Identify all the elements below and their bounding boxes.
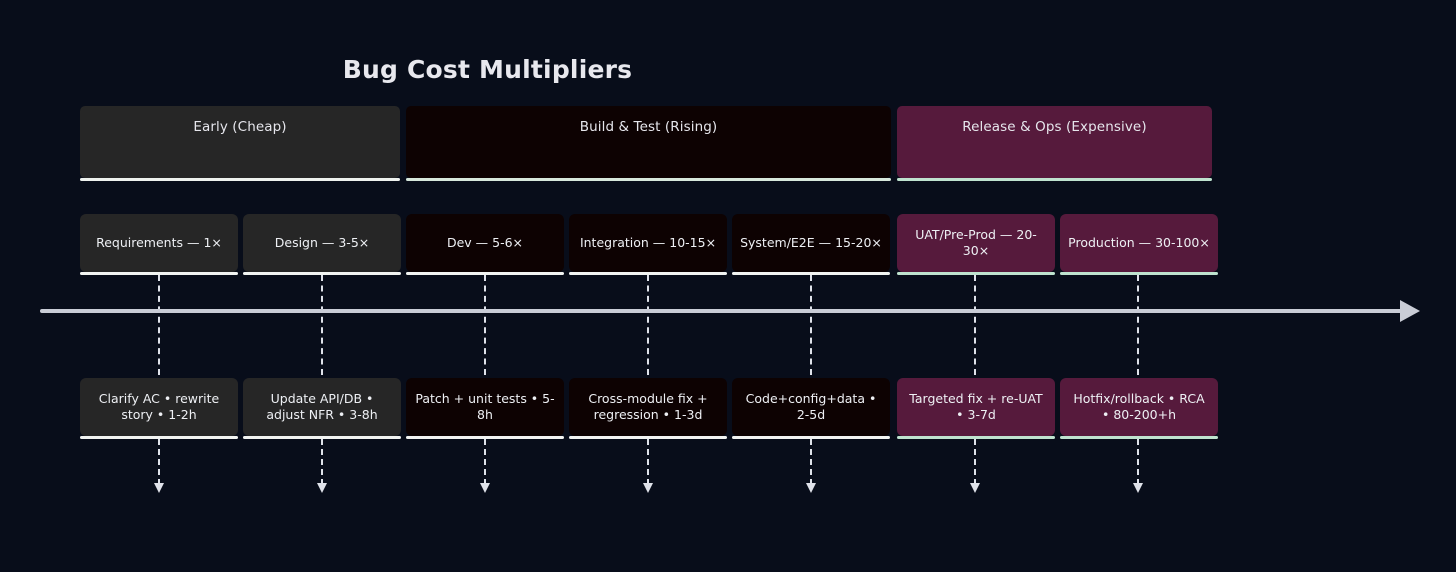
action-box-underline	[897, 436, 1055, 439]
connector-dashed-down	[158, 439, 160, 485]
action-box-label: Cross-module fix + regression • 1-3d	[588, 391, 708, 422]
action-box-underline	[80, 436, 238, 439]
connector-arrow-down-icon	[805, 483, 816, 493]
connector-arrow-down-icon	[969, 483, 980, 493]
action-box-label: Patch + unit tests • 5-8h	[415, 391, 555, 422]
connector-dashed-up	[158, 275, 160, 375]
stage-box-label: Requirements — 1×	[96, 235, 222, 250]
action-box-underline	[243, 436, 401, 439]
action-box-patch-unit-tests-5-8h: Patch + unit tests • 5-8h	[406, 378, 564, 439]
connector-dashed-up	[974, 275, 976, 375]
page-title: Bug Cost Multipliers	[342, 55, 633, 84]
stage-box-dev-5-6: Dev — 5-6×	[406, 214, 564, 275]
stage-box-label: UAT/Pre-Prod — 20-30×	[915, 227, 1037, 258]
stage-box-row: Requirements — 1× Design — 3-5× Dev — 5-6×…	[80, 214, 1218, 275]
stage-box-underline	[1060, 272, 1218, 275]
stage-box-uat-pre-prod-20-30: UAT/Pre-Prod — 20-30×	[897, 214, 1055, 275]
action-box-update-api-db-adjust-nfr-3-8h: Update API/DB • adjust NFR • 3-8h	[243, 378, 401, 439]
connector-arrow-down-icon	[479, 483, 490, 493]
connector-arrow-down-icon	[1132, 483, 1143, 493]
connector-dashed-up	[484, 275, 486, 375]
stage-box-label: Dev — 5-6×	[446, 235, 524, 250]
stage-box-integration-10-15: Integration — 10-15×	[569, 214, 727, 275]
stage-box-underline	[569, 272, 727, 275]
timeline-axis	[40, 309, 1412, 313]
phase-band-label: Build & Test (Rising)	[579, 119, 718, 135]
phase-band-early-cheap: Early (Cheap)	[80, 106, 400, 181]
action-box-cross-module-fix-regression-1-3d: Cross-module fix + regression • 1-3d	[569, 378, 727, 439]
stage-box-production-30-100: Production — 30-100×	[1060, 214, 1218, 275]
stage-box-label: System/E2E — 15-20×	[740, 235, 882, 250]
connector-dashed-down	[647, 439, 649, 485]
phase-band-label: Early (Cheap)	[193, 119, 287, 135]
connector-arrow-down-icon	[316, 483, 327, 493]
connector-arrow-down-icon	[153, 483, 164, 493]
phase-band-underline	[80, 178, 400, 181]
stage-box-underline	[732, 272, 890, 275]
action-box-label: Targeted fix + re-UAT • 3-7d	[909, 391, 1043, 422]
action-box-underline	[569, 436, 727, 439]
action-box-label: Hotfix/rollback • RCA • 80-200+h	[1073, 391, 1205, 422]
action-box-targeted-fix-re-uat-3-7d: Targeted fix + re-UAT • 3-7d	[897, 378, 1055, 439]
phase-band-label: Release & Ops (Expensive)	[962, 119, 1147, 135]
action-box-clarify-ac-rewrite-story-1-2h: Clarify AC • rewrite story • 1-2h	[80, 378, 238, 439]
stage-box-system-e2e-15-20: System/E2E — 15-20×	[732, 214, 890, 275]
phase-band-row: Early (Cheap) Build & Test (Rising) Releas…	[80, 106, 1212, 181]
stage-box-underline	[897, 272, 1055, 275]
connector-dashed-up	[1137, 275, 1139, 375]
connector-dashed-up	[810, 275, 812, 375]
connector-dashed-down	[484, 439, 486, 485]
stage-box-label: Production — 30-100×	[1068, 235, 1210, 250]
stage-box-underline	[406, 272, 564, 275]
stage-box-underline	[80, 272, 238, 275]
action-box-underline	[406, 436, 564, 439]
timeline-arrow-icon	[1400, 300, 1420, 322]
connector-arrow-down-icon	[642, 483, 653, 493]
phase-band-release-ops-expensive: Release & Ops (Expensive)	[897, 106, 1212, 181]
stage-box-label: Design — 3-5×	[274, 235, 370, 250]
action-box-hotfix-rollback-rca-80-200-h: Hotfix/rollback • RCA • 80-200+h	[1060, 378, 1218, 439]
action-box-underline	[1060, 436, 1218, 439]
connector-dashed-up	[321, 275, 323, 375]
action-box-code-config-data-2-5d: Code+config+data • 2-5d	[732, 378, 890, 439]
connector-dashed-down	[974, 439, 976, 485]
stage-box-design-3-5: Design — 3-5×	[243, 214, 401, 275]
action-box-label: Update API/DB • adjust NFR • 3-8h	[266, 391, 378, 422]
stage-box-label: Integration — 10-15×	[579, 235, 717, 250]
phase-band-underline	[406, 178, 891, 181]
phase-band-build-test-rising: Build & Test (Rising)	[406, 106, 891, 181]
action-box-row: Clarify AC • rewrite story • 1-2h Update …	[80, 378, 1218, 439]
connector-dashed-down	[1137, 439, 1139, 485]
action-box-label: Code+config+data • 2-5d	[745, 391, 877, 422]
connector-dashed-up	[647, 275, 649, 375]
stage-box-requirements-1: Requirements — 1×	[80, 214, 238, 275]
stage-box-underline	[243, 272, 401, 275]
action-box-underline	[732, 436, 890, 439]
action-box-label: Clarify AC • rewrite story • 1-2h	[98, 391, 220, 422]
phase-band-underline	[897, 178, 1212, 181]
connector-dashed-down	[810, 439, 812, 485]
connector-dashed-down	[321, 439, 323, 485]
